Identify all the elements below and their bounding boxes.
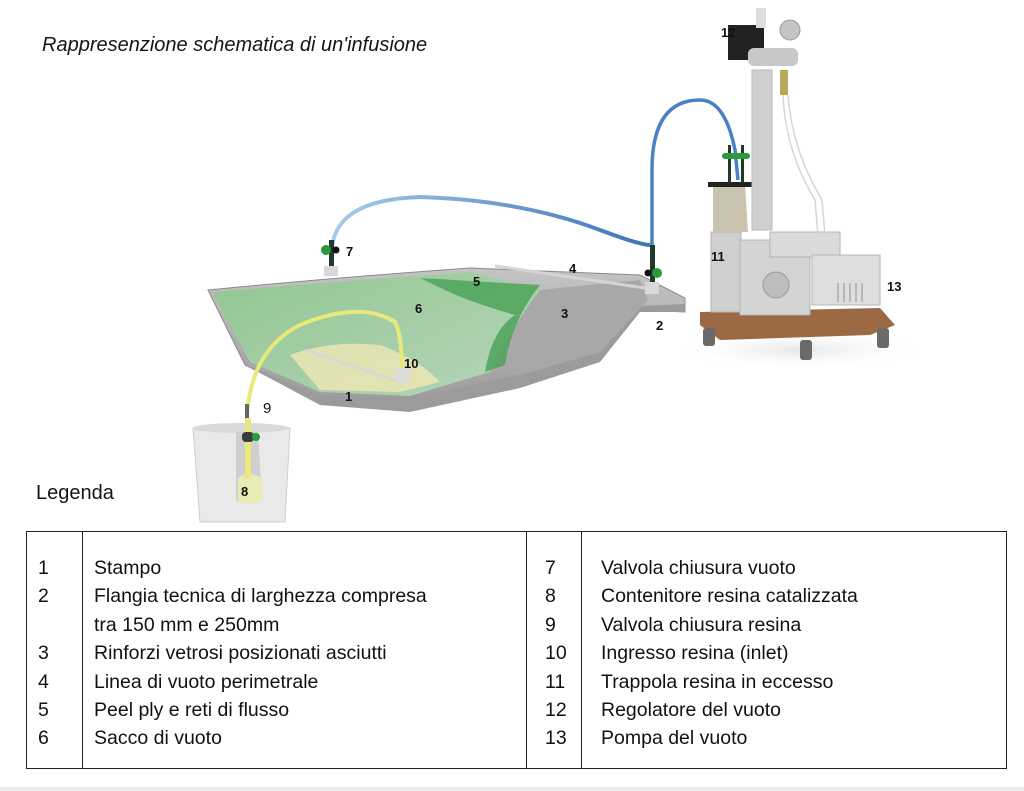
callout-13: 13 (887, 279, 901, 294)
infusion-illustration: 1 2 3 4 5 6 7 8 9 10 11 12 13 (192, 8, 930, 523)
legend-description: Flangia tecnica di larghezza compresa (94, 585, 427, 608)
callout-3: 3 (561, 306, 568, 321)
legend-number: 6 (38, 727, 49, 750)
callout-1: 1 (345, 389, 352, 404)
peel-ply (420, 278, 540, 372)
legend-left-numbers: 1 2 3 4 5 6 (27, 532, 83, 768)
bottom-divider (0, 787, 1024, 791)
legend-description: Valvola chiusura resina (601, 613, 802, 636)
legend-left-descriptions: Stampo Flangia tecnica di larghezza comp… (83, 532, 527, 768)
legend-title: Legenda (36, 482, 114, 504)
legend-number: 7 (545, 557, 556, 579)
legend-number: 12 (545, 698, 567, 721)
callout-5: 5 (473, 274, 480, 289)
legend-description: Valvola chiusura vuoto (601, 557, 796, 579)
resin-tube (245, 309, 404, 419)
legend-number: 1 (38, 557, 49, 579)
legend-number: 13 (545, 727, 567, 750)
legend-number: 2 (38, 585, 49, 608)
legend-right-descriptions: Valvola chiusura vuoto Contenitore resin… (582, 532, 1006, 768)
legend-number: 9 (545, 613, 556, 636)
resin-bucket (192, 404, 291, 523)
legend-description: Ingresso resina (inlet) (601, 642, 789, 665)
callout-8: 8 (241, 484, 248, 499)
legend-description: Stampo (94, 557, 162, 579)
callout-4: 4 (569, 261, 577, 276)
perimeter-vacuum-line (494, 264, 646, 290)
callout-9: 9 (263, 400, 271, 417)
vacuum-tube-to-trap (650, 98, 740, 245)
vacuum-tube (329, 194, 651, 256)
legend-number: 8 (545, 585, 556, 608)
legend-right-numbers: 7 8 9 10 11 12 13 (527, 532, 582, 768)
vacuum-bag (212, 272, 648, 396)
legend-description: Pompa del vuoto (601, 727, 748, 750)
callout-12: 12 (721, 25, 735, 40)
legend-number: 3 (38, 642, 49, 665)
vacuum-valve-7 (321, 240, 340, 276)
legend-description: Peel ply e reti di flusso (94, 698, 290, 721)
callout-2: 2 (656, 318, 663, 333)
legend-description: tra 150 mm e 250mm (94, 613, 280, 636)
diagram-title: Rappresenzione schematica di un'infusion… (42, 34, 428, 56)
legend-description: Regolatore del vuoto (601, 698, 781, 721)
legend-number: 5 (38, 698, 49, 721)
legend-table: 1 2 3 4 5 6 Stampo Flangia tecnica di la… (26, 531, 1007, 769)
legend-number: 10 (545, 642, 567, 665)
legend-description: Trappola resina in eccesso (601, 670, 834, 693)
resin-inlet (395, 368, 409, 383)
callout-11: 11 (711, 249, 725, 264)
vacuum-cart (670, 8, 930, 370)
vacuum-valve-flange (644, 245, 662, 294)
legend-number (38, 611, 82, 639)
legend-description: Sacco di vuoto (94, 727, 222, 750)
legend-number: 11 (545, 670, 566, 693)
legend-description: Rinforzi vetrosi posizionati asciutti (94, 642, 387, 665)
callout-7: 7 (346, 244, 353, 259)
legend-description: Linea di vuoto perimetrale (94, 670, 319, 693)
callout-6: 6 (415, 301, 422, 316)
legend-description: Contenitore resina catalizzata (601, 585, 858, 608)
callout-10: 10 (404, 356, 418, 371)
legend-number: 4 (38, 670, 49, 693)
